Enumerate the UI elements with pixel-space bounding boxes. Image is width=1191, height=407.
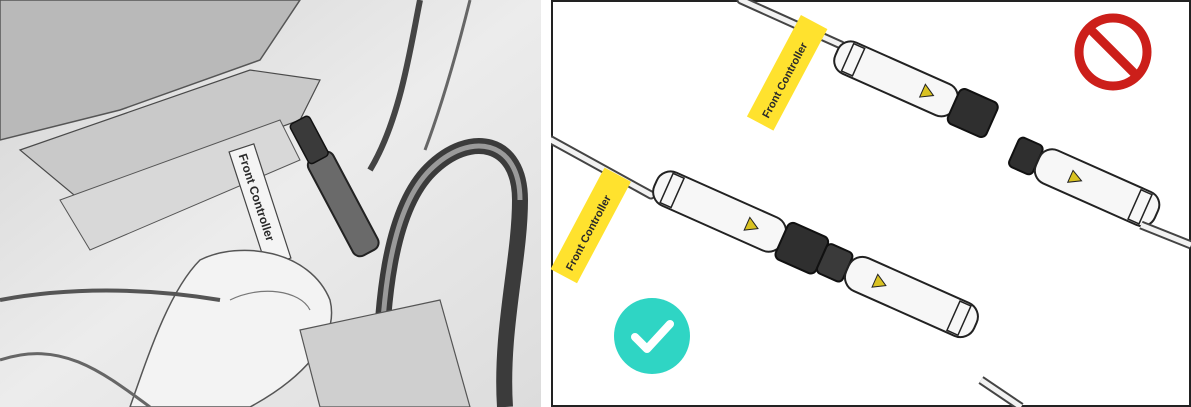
connector-diagram: Front Controller (551, 0, 1191, 407)
connector-sketch-photo: Front Controller (0, 0, 541, 407)
connector-diagram-svg: Front Controller (551, 0, 1191, 407)
checkmark-icon (614, 298, 690, 374)
sketch-illustration: Front Controller (0, 0, 541, 407)
